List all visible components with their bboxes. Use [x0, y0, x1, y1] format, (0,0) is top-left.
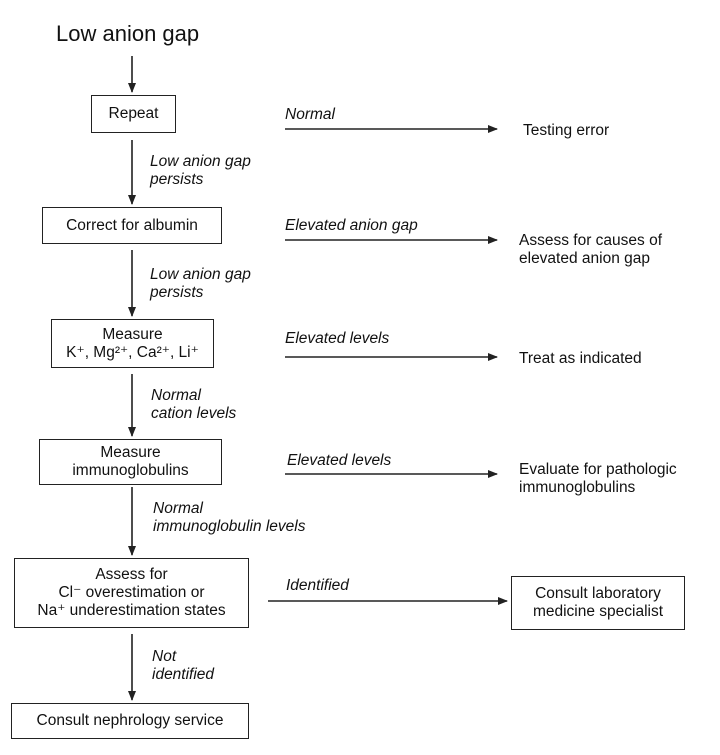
down-label-5: Not identified — [152, 648, 214, 684]
branch-label-elevated-anion-gap: Elevated anion gap — [285, 217, 418, 234]
down-label-5-line1: Not — [152, 648, 177, 665]
down-label-3: Normal cation levels — [151, 387, 236, 423]
down-label-2: Low anion gap persists — [150, 266, 251, 302]
down-label-1-line2: persists — [150, 171, 204, 188]
nephrology-box: Consult nephrology service — [11, 703, 249, 739]
outcome-assess-causes-line2: elevated anion gap — [519, 250, 651, 267]
down-label-3-line1: Normal — [151, 387, 201, 404]
outcome-assess-causes: Assess for causes of elevated anion gap — [519, 232, 662, 268]
down-label-2-line2: persists — [150, 284, 204, 301]
outcome-evaluate-line2: immunoglobulins — [519, 479, 636, 496]
repeat-box: Repeat — [91, 95, 176, 133]
outcome-testing-error: Testing error — [523, 122, 610, 139]
correct-albumin-box: Correct for albumin — [42, 207, 222, 244]
branch-label-identified: Identified — [286, 577, 349, 594]
measure-immuno-line1: Measure — [100, 444, 161, 461]
down-label-1: Low anion gap persists — [150, 153, 251, 189]
measure-cations-box: Measure K⁺, Mg²⁺, Ca²⁺, Li⁺ — [51, 319, 214, 368]
assess-line2: Cl⁻ overestimation or — [58, 584, 205, 601]
outcome-evaluate: Evaluate for pathologic immunoglobulins — [519, 461, 677, 497]
down-label-4-line1: Normal — [153, 500, 203, 517]
down-label-4-line2: immunoglobulin levels — [153, 518, 306, 535]
down-label-4: Normal immunoglobulin levels — [153, 500, 306, 536]
branch-label-elevated-cations: Elevated levels — [285, 330, 390, 347]
outcome-assess-causes-line1: Assess for causes of — [519, 232, 663, 249]
down-label-3-line2: cation levels — [151, 405, 237, 422]
repeat-box-text: Repeat — [108, 105, 159, 122]
assess-box: Assess for Cl⁻ overestimation or Na⁺ und… — [14, 558, 249, 628]
start-label: Low anion gap — [56, 21, 200, 46]
lab-specialist-box: Consult laboratory medicine specialist — [511, 576, 685, 630]
branch-label-normal: Normal — [285, 106, 335, 123]
outcome-treat: Treat as indicated — [519, 350, 642, 367]
down-label-5-line2: identified — [152, 666, 215, 683]
down-label-2-line1: Low anion gap — [150, 266, 251, 283]
assess-line3: Na⁺ underestimation states — [37, 602, 226, 619]
lab-specialist-line1: Consult laboratory — [535, 585, 661, 602]
lab-specialist-line2: medicine specialist — [532, 603, 664, 620]
correct-albumin-text: Correct for albumin — [66, 216, 198, 234]
nephrology-text: Consult nephrology service — [36, 712, 224, 729]
measure-immuno-box: Measure immunoglobulins — [39, 439, 222, 485]
measure-immuno-line2: immunoglobulins — [72, 462, 189, 479]
branch-label-elevated-immuno: Elevated levels — [287, 452, 392, 469]
measure-cations-line2: K⁺, Mg²⁺, Ca²⁺, Li⁺ — [66, 343, 199, 361]
measure-cations-line1: Measure — [102, 325, 163, 343]
down-label-1-line1: Low anion gap — [150, 153, 251, 170]
assess-line1: Assess for — [95, 566, 168, 583]
outcome-evaluate-line1: Evaluate for pathologic — [519, 461, 677, 478]
